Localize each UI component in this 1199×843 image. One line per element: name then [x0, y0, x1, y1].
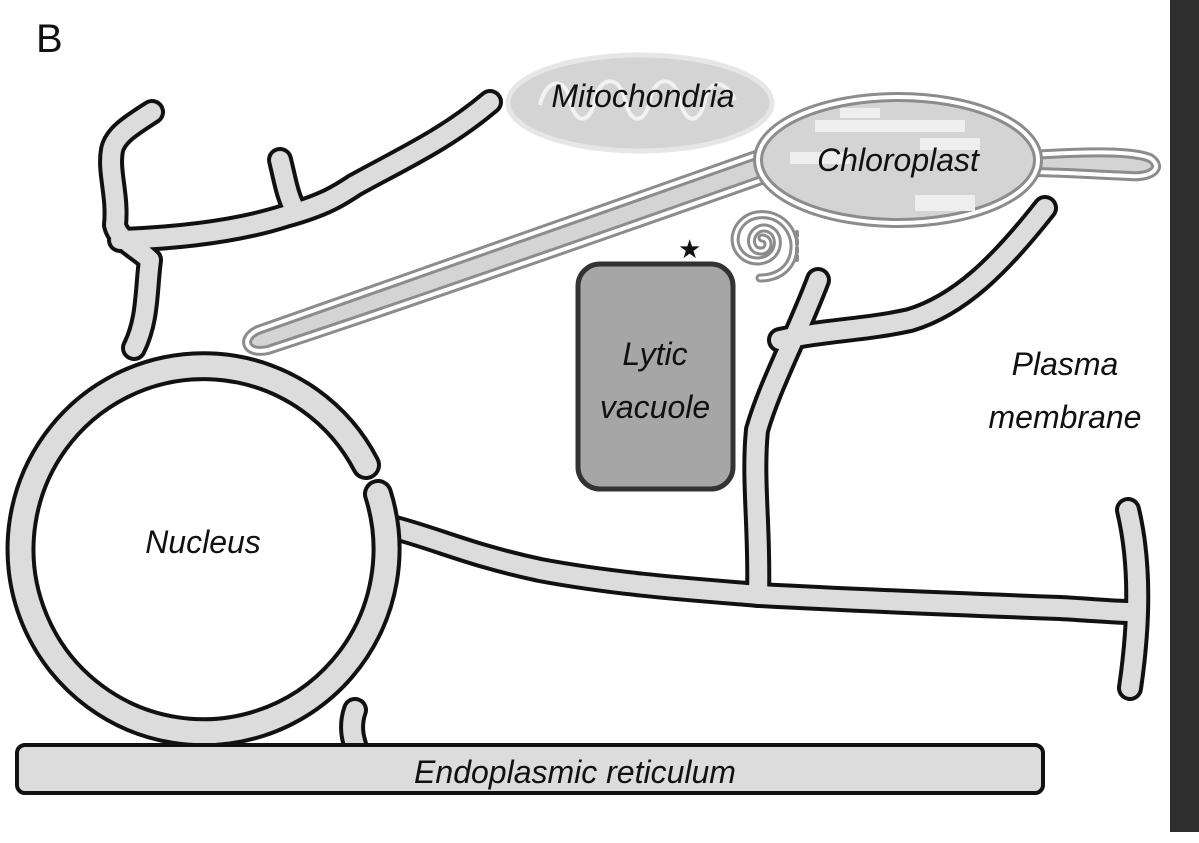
lytic-vacuole-label-line1: Lytic	[622, 336, 687, 372]
chloroplast-label: Chloroplast	[817, 142, 980, 178]
mitochondria-label: Mitochondria	[551, 78, 734, 114]
plasma-membrane-label-line2: membrane	[989, 399, 1142, 435]
plasma-membrane-label-line1: Plasma	[1012, 346, 1119, 382]
lytic-vacuole	[578, 264, 733, 489]
star-marker: ★	[678, 234, 701, 264]
nucleus-label: Nucleus	[145, 524, 261, 560]
er-label: Endoplasmic reticulum	[414, 754, 736, 790]
panel-letter: B	[36, 17, 63, 61]
spiral-structure	[735, 215, 797, 278]
lytic-vacuole-label-line2: vacuole	[600, 389, 710, 425]
plasma-membrane-bar	[1170, 0, 1199, 832]
